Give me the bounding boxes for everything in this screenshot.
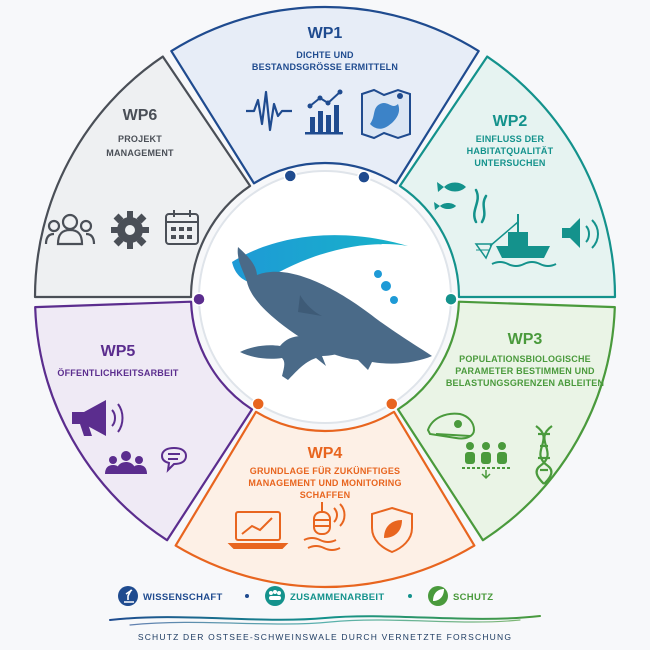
connector-node — [283, 169, 298, 183]
waveform-icon — [246, 90, 292, 132]
population-icon — [462, 442, 512, 480]
dna-icon — [535, 425, 553, 485]
wp1-desc-line-2: BESTANDSGRÖSSE ERMITTELN — [252, 62, 398, 72]
legend: WISSENSCHAFT ZUSAMMENARBEIT SCHUTZ — [118, 586, 493, 606]
connector-node — [357, 170, 371, 184]
connector-node — [251, 397, 265, 411]
legend-separator-dot — [408, 594, 412, 598]
wp5-title: WP5 — [101, 343, 136, 360]
segments-layer — [33, 5, 617, 589]
wp3-desc-line-1: POPULATIONSBIOLOGISCHE — [459, 354, 591, 364]
porpoise-family-icon — [232, 235, 432, 380]
fish-icon — [434, 182, 466, 210]
legend-label-wissenschaft: WISSENSCHAFT — [143, 592, 223, 603]
wp6-desc-line-1: PROJEKT — [118, 134, 162, 144]
legend-label-zusammenarbeit: ZUSAMMENARBEIT — [290, 592, 384, 603]
gear-icon — [111, 211, 149, 249]
connector-node — [444, 292, 458, 306]
legend-separator-dot — [245, 594, 249, 598]
footer-tagline: SCHUTZ DER OSTSEE-SCHWEINSWALE DURCH VER… — [138, 632, 512, 642]
wp2-title: WP2 — [493, 113, 528, 130]
wp4-title: WP4 — [308, 445, 343, 462]
wp2-desc-line-3: UNTERSUCHEN — [474, 158, 545, 168]
connector-node — [192, 292, 206, 306]
footer-wave — [109, 615, 541, 626]
segment-wp6 — [33, 55, 252, 299]
wp5-desc-line-1: ÖFFENTLICHKEITSARBEIT — [57, 368, 178, 378]
porpoise-skull-icon — [426, 412, 476, 440]
segment-wp3 — [396, 300, 616, 542]
calendar-icon — [165, 210, 199, 245]
wp4-desc-line-1: GRUNDLAGE FÜR ZUKÜNFTIGES — [250, 466, 401, 476]
wp3-title: WP3 — [508, 331, 543, 348]
segment-wp1 — [170, 5, 480, 185]
megaphone-icon — [72, 400, 124, 436]
group-icon — [105, 451, 147, 474]
fishing-boat-icon — [474, 214, 557, 267]
wp4-desc-line-2: MANAGEMENT UND MONITORING — [248, 478, 401, 488]
wp6-desc-line-2: MANAGEMENT — [106, 148, 174, 158]
wp1-title: WP1 — [308, 25, 343, 42]
shield-leaf-icon — [371, 506, 413, 554]
seaweed-icon — [473, 188, 488, 224]
team-icon — [44, 213, 96, 246]
map-icon — [361, 88, 411, 140]
segment-wp2 — [398, 55, 617, 299]
segment-wp5 — [34, 300, 254, 542]
wp2-desc-line-1: EINFLUSS DER — [476, 134, 545, 144]
laptop-chart-icon — [227, 511, 289, 549]
wp3-desc-line-2: PARAMETER BESTIMMEN UND — [455, 366, 595, 376]
segment-text-layer: WP1 DICHTE UND BESTANDSGRÖSSE ERMITTELN … — [57, 25, 604, 500]
wp4-desc-line-3: SCHAFFEN — [300, 490, 351, 500]
wp3-desc-line-3: BELASTUNGSGRENZEN ABLEITEN — [446, 378, 604, 388]
legend-label-schutz: SCHUTZ — [453, 592, 493, 603]
connector-node — [385, 397, 399, 411]
chat-icon — [160, 446, 188, 473]
wp2-desc-line-2: HABITATQUALITÄT — [467, 146, 554, 156]
connector-nodes — [192, 169, 458, 411]
wp6-title: WP6 — [123, 107, 158, 124]
hydrophone-icon — [303, 502, 346, 551]
wp1-desc-line-1: DICHTE UND — [296, 50, 354, 60]
bar-chart-icon — [305, 89, 343, 135]
speaker-icon — [562, 218, 599, 249]
